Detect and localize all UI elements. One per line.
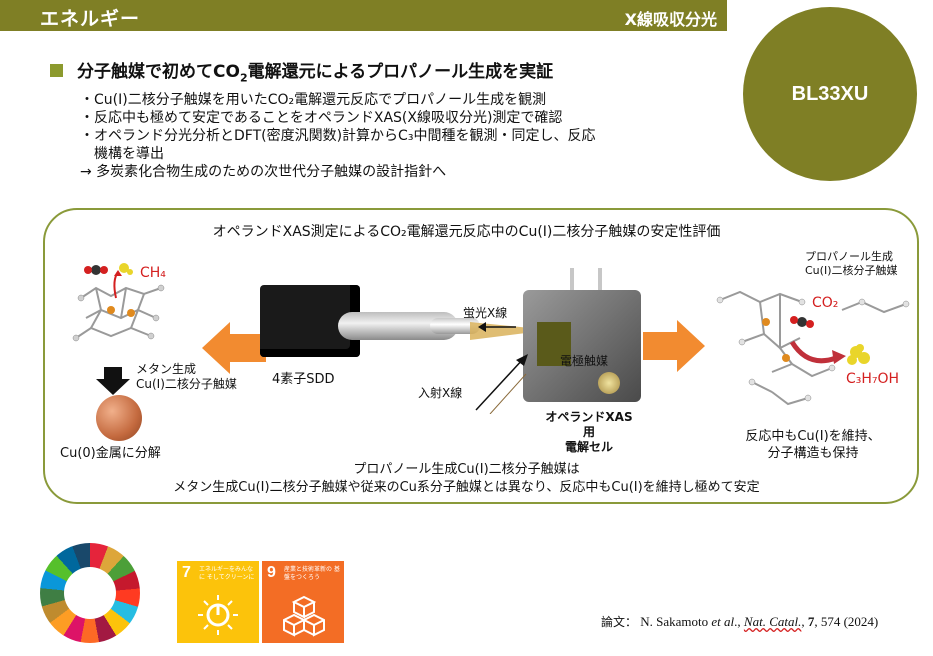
heading-text: 分子触媒で初めてCO2電解還元によるプロパノール生成を実証 [77, 62, 554, 85]
cell-knob [598, 372, 620, 394]
incident-label: 入射X線 [418, 386, 463, 400]
bullet-3a: ・オペランド分光分析とDFT(密度汎関数)計算からC₃中間種を観測・同定し、反応 [80, 128, 596, 144]
paper-pages-year: , 574 (2024) [814, 614, 879, 629]
summary-bullets: ・Cu(I)二核分子触媒を用いたCO₂電解還元反応でプロパノール生成を観測 ・反… [80, 91, 720, 181]
electrode-label: 電極触媒 [560, 354, 609, 368]
propanol-catalyst-label: プロパノール生成 Cu(I)二核分子触媒 [805, 250, 898, 277]
main-heading: 分子触媒で初めてCO2電解還元によるプロパノール生成を実証 [50, 57, 553, 84]
bullet-1: ・Cu(I)二核分子触媒を用いたCO₂電解還元反応でプロパノール生成を観測 [80, 92, 547, 108]
methane-catalyst-label: メタン生成 Cu(I)二核分子触媒 [136, 362, 237, 391]
beamline-label: BL33XU [791, 82, 869, 105]
down-arrow-icon [96, 367, 130, 395]
power-sun-icon [198, 595, 238, 635]
bullet-2: ・反応中も極めて安定であることをオペランドXAS(X線吸収分光)測定で確認 [80, 110, 563, 126]
cell-rod-2 [598, 268, 602, 302]
cell-label: オペランドXAS用 電解セル [545, 410, 633, 454]
sdg-goal-7-text: エネルギーをみんなに そしてクリーンに [199, 566, 255, 581]
decompose-label: Cu(0)金属に分解 [60, 446, 161, 461]
heading-bullet-icon [50, 64, 63, 78]
co2-label: CO₂ [812, 295, 839, 311]
propanol-product-label: C₃H₇OH [846, 371, 900, 387]
sdg-goal-9-number: 9 [267, 564, 276, 581]
sdg-goal-7-tile: 7 エネルギーをみんなに そしてクリーンに [177, 561, 259, 643]
conclusion-line-2: メタン生成Cu(I)二核分子触媒や従来のCu系分子触媒とは異なり、反応中もCu(… [173, 480, 760, 495]
sdg-goal-7-number: 7 [182, 564, 191, 581]
header-tag: X線吸収分光 [624, 10, 717, 29]
propanol-catalyst-molecule [716, 290, 910, 406]
header-bar: エネルギー X線吸収分光 [0, 0, 727, 31]
left-orange-arrow-icon [202, 322, 266, 374]
detector-nozzle-tip [430, 318, 480, 334]
beamline-badge: BL33XU [743, 7, 917, 181]
bullet-3b: 機構を導出 [80, 146, 164, 162]
figure-panel [43, 208, 919, 504]
header-title: エネルギー [40, 8, 141, 30]
conclusion-line-1: プロパノール生成Cu(I)二核分子触媒は [353, 462, 580, 477]
paper-volume: 7 [807, 614, 815, 629]
incident-beam-arrow-icon [475, 354, 528, 414]
paper-authors: N. Sakamoto [640, 614, 709, 629]
fluorescence-label: 蛍光X線 [463, 306, 508, 320]
cell-rod-1 [570, 268, 574, 302]
sdg-goal-9-tile: 9 産業と技術革新の 基盤をつくろう [262, 561, 344, 643]
bullet-4: → 多炭素化合物生成のための次世代分子触媒の設計指針へ [80, 164, 447, 180]
right-orange-arrow-icon [643, 320, 705, 372]
cell-window [537, 322, 571, 366]
right-keep-label: 反応中もCu(I)を維持、 分子構造も保持 [745, 429, 881, 461]
detector-label: 4素子SDD [272, 372, 335, 387]
paper-journal: Nat. Catal. [743, 614, 802, 629]
panel-title: オペランドXAS測定によるCO₂電解還元反応中のCu(I)二核分子触媒の安定性評… [212, 224, 721, 240]
sdg-goal-9-text: 産業と技術革新の 基盤をつくろう [284, 566, 340, 581]
methane-catalyst-molecule [72, 263, 165, 342]
cubes-icon [283, 595, 325, 637]
fluorescence-arrow-icon [478, 322, 516, 332]
ch4-label: CH₄ [140, 265, 166, 281]
cu-metal-particle [96, 395, 142, 441]
paper-reference: 論文： N. Sakamoto et al., Nat. Catal., 7, … [601, 614, 879, 629]
paper-etal: et al [711, 614, 735, 629]
sdg-wheel-center [64, 567, 116, 619]
paper-label: 論文： [601, 615, 638, 629]
